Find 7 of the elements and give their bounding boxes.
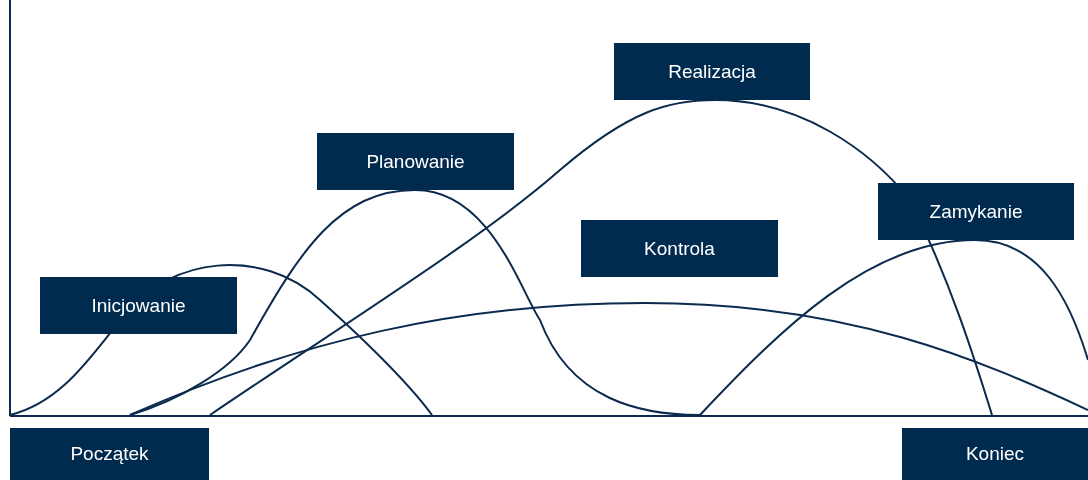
phase-label: Początek [10,428,209,480]
phase-label: Inicjowanie [40,277,237,334]
phase-label: Realizacja [614,43,810,100]
phase-label: Planowanie [317,133,514,190]
phase-label: Kontrola [581,220,778,277]
phase-label: Zamykanie [878,183,1074,240]
phase-label: Koniec [902,428,1088,480]
